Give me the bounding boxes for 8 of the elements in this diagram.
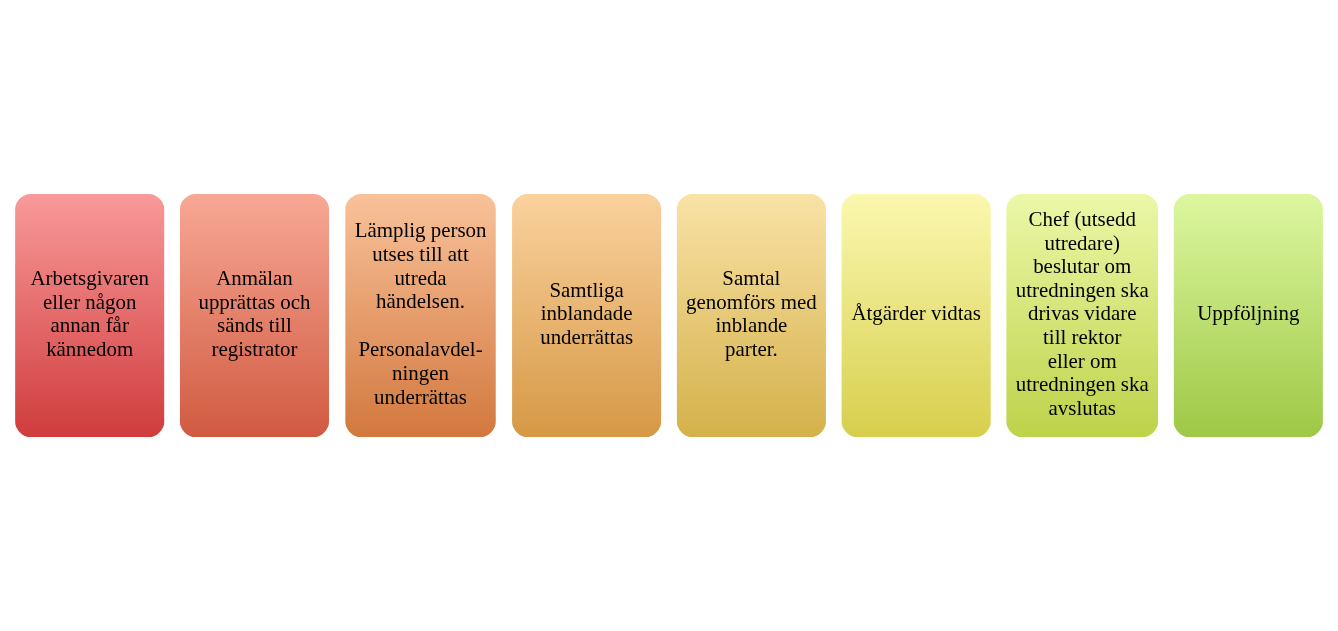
node-box: Samtal genomförs med inblande parter. [675, 192, 828, 439]
node-box: Anmälan upprättas och sänds till registrator [178, 192, 331, 439]
node-box: Uppföljning [1172, 192, 1325, 439]
node-box: Samtliga inblandade underrättas [510, 192, 663, 439]
node-box: Arbetsgivaren eller någon annan får kännedom [13, 192, 166, 439]
node-box: Åtgärder vidtas [840, 192, 992, 439]
node-box: Lämplig person utses till att utreda händelsen. Personalavdel- ningen underrättas [344, 192, 498, 439]
node-box: Chef (utsedd utredare) beslutar om utredningen ska drivas vidare till rektor eller om utredningen ska avslutas [1005, 192, 1160, 439]
